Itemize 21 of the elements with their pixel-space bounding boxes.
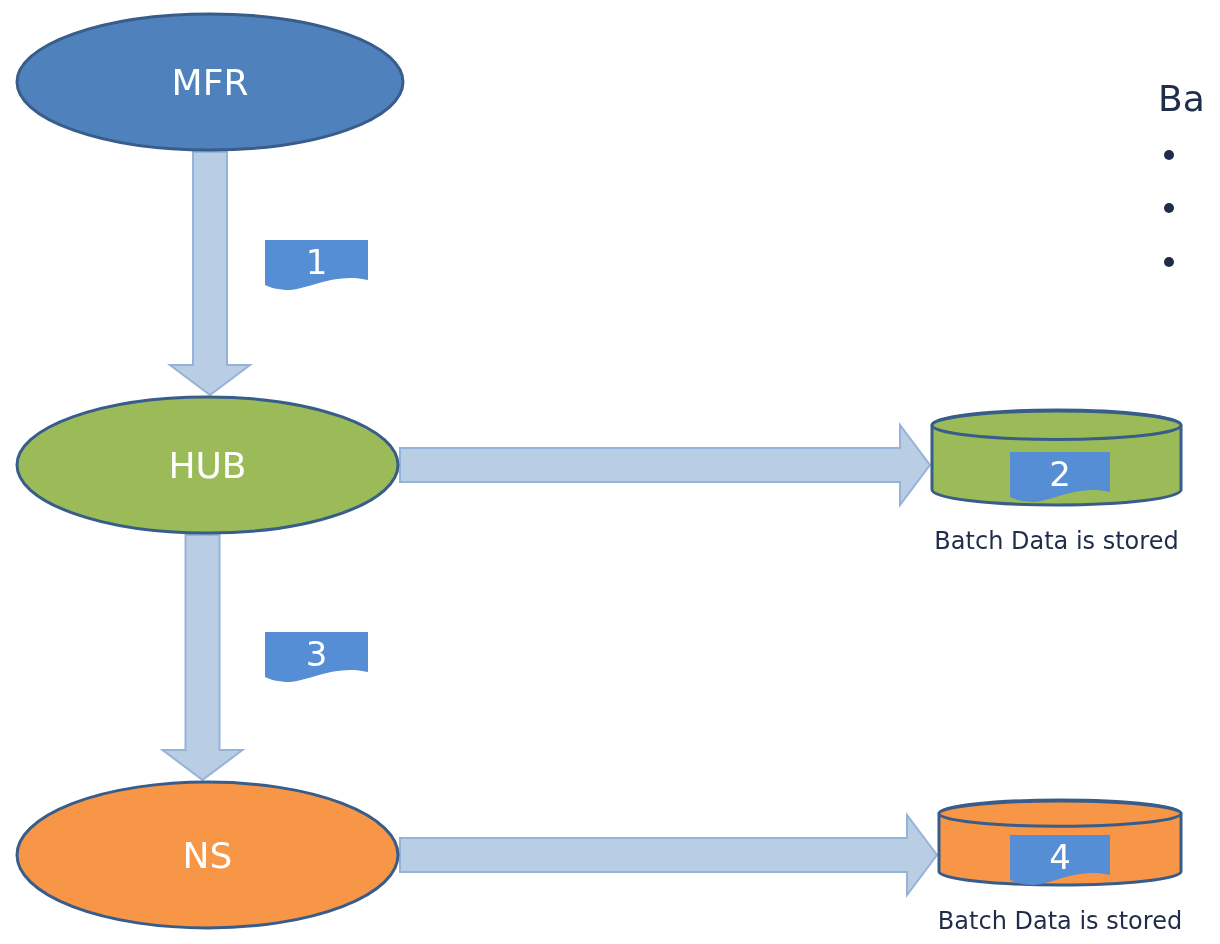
node-label: MFR <box>171 61 249 103</box>
ellipse-node <box>15 780 400 930</box>
node-label: NS <box>182 834 233 876</box>
step-number: 4 <box>1049 837 1071 877</box>
step-number: 1 <box>305 242 328 282</box>
step-number: 2 <box>1049 454 1071 494</box>
heading-text: Ba <box>1158 78 1205 119</box>
ellipse-node <box>15 12 405 152</box>
step-number-tag <box>1010 452 1110 502</box>
block-arrow <box>167 151 253 397</box>
caption-text: Batch Data is stored <box>937 907 1183 935</box>
step-number: 3 <box>305 634 328 674</box>
block-arrow <box>159 534 246 782</box>
block-arrow <box>399 422 932 508</box>
step-number-tag <box>265 240 368 290</box>
step-number-tag <box>1010 835 1110 885</box>
ellipse-node <box>15 395 400 535</box>
block-arrow <box>399 812 939 898</box>
node-label: HUB <box>168 444 247 486</box>
step-number-tag <box>265 632 368 682</box>
caption-text: Batch Data is stored <box>934 527 1179 555</box>
